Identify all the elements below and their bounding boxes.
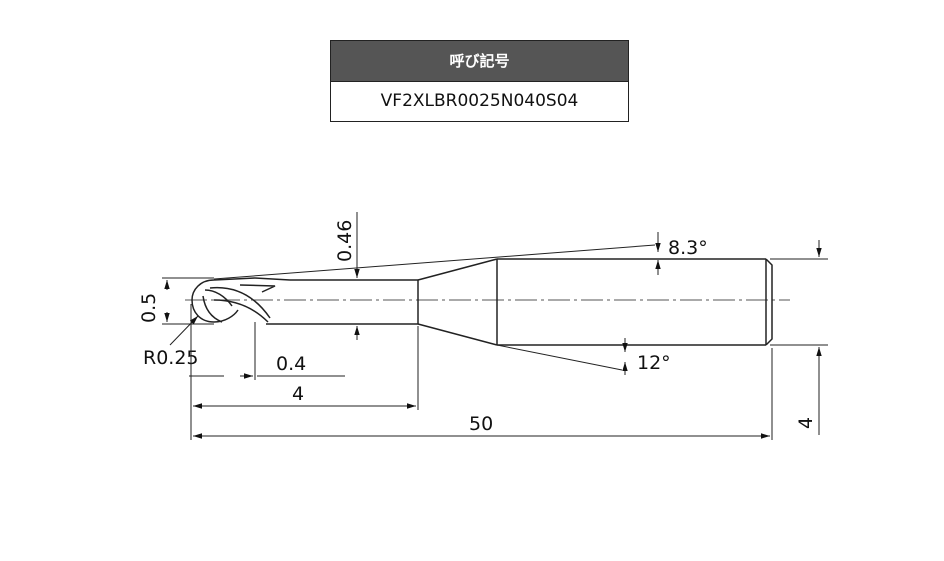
shank-diameter-label: 4 [795, 417, 817, 429]
spec-table: 呼び記号 VF2XLBR0025N040S04 [330, 40, 629, 122]
extension-lines [190, 304, 773, 440]
radius-leader [169, 315, 199, 346]
neck-diameter-label: 0.46 [334, 220, 356, 262]
taper-angle-dim [213, 232, 661, 280]
ball-diameter-dim [162, 277, 214, 325]
overall-length-label: 50 [469, 413, 493, 435]
back-taper-label: 12° [637, 352, 671, 374]
flute-length-label: 0.4 [276, 353, 306, 375]
ball-diameter-label: 0.5 [138, 293, 160, 323]
back-taper-dim [496, 338, 628, 375]
tool-outline [191, 258, 773, 346]
spec-table-value: VF2XLBR0025N040S04 [331, 82, 628, 121]
radius-label: R0.25 [143, 347, 199, 369]
shank-diameter-dim [770, 240, 828, 435]
neck-length-label: 4 [292, 383, 304, 405]
taper-angle-label: 8.3° [668, 237, 708, 259]
spec-table-header: 呼び記号 [331, 41, 628, 82]
